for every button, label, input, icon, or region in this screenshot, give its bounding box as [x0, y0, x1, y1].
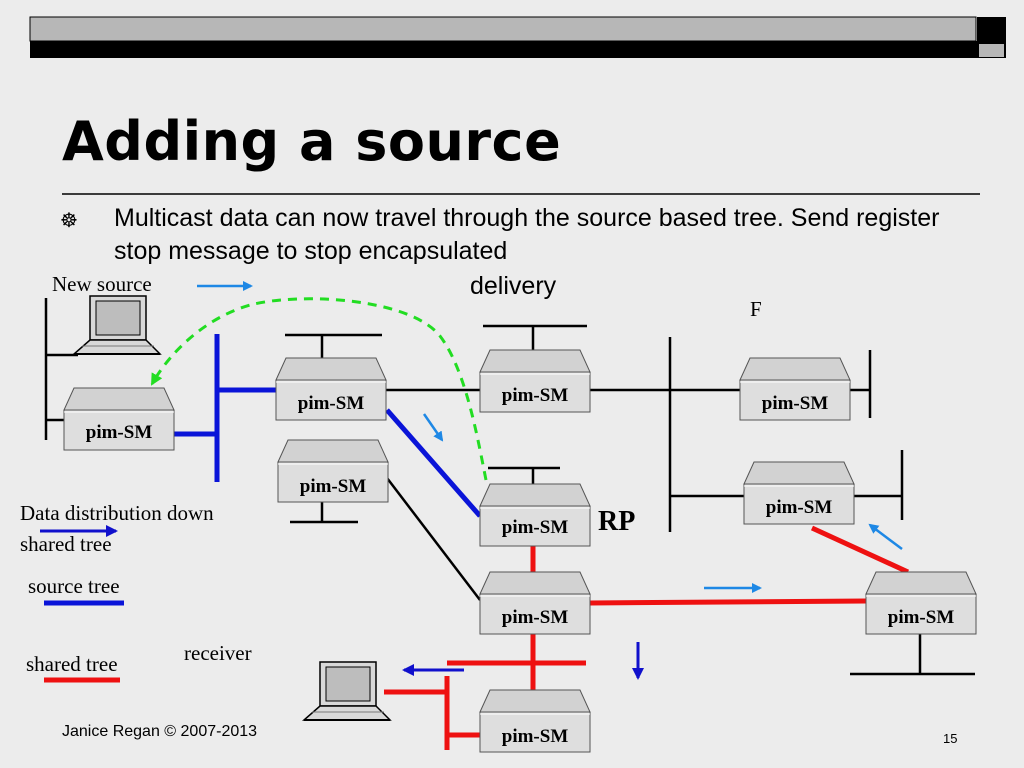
- flow-arrow-diagonal: [422, 413, 444, 442]
- router-c: pim-SM: [479, 349, 591, 413]
- new-source-label: New source: [52, 272, 152, 296]
- router-a: pim-SM: [275, 357, 387, 421]
- footer-copyright: Janice Regan © 2007-2013: [62, 723, 258, 740]
- router-label: pim-SM: [298, 393, 365, 414]
- router-g: pim-SM: [743, 461, 855, 525]
- router-label: pim-SM: [300, 476, 367, 497]
- router-rp: pim-SM: [479, 483, 591, 547]
- router-label: pim-SM: [502, 517, 569, 538]
- router-d: pim-SM: [479, 571, 591, 635]
- router-b: pim-SM: [277, 439, 389, 503]
- shared-tree-links: [384, 525, 910, 750]
- router-source: pim-SM: [63, 387, 175, 451]
- rp-label: RP: [598, 506, 635, 537]
- router-e: pim-SM: [479, 689, 591, 753]
- router-label: pim-SM: [766, 497, 833, 518]
- router-label: pim-SM: [762, 393, 829, 414]
- router-label: pim-SM: [502, 607, 569, 628]
- register-stop-path: [150, 297, 488, 481]
- bullet-text: Multicast data can now travel through th…: [114, 204, 940, 265]
- bullet-icon: ☸: [60, 210, 78, 232]
- f-label: F: [750, 297, 762, 321]
- receiver-label: receiver: [184, 641, 252, 665]
- bullet-continuation: delivery: [470, 272, 557, 300]
- network-links: [44, 298, 975, 676]
- router-h: pim-SM: [865, 571, 977, 635]
- slide-title: Adding a source: [62, 110, 562, 173]
- header-bar: [29, 16, 1006, 58]
- router-label: pim-SM: [86, 422, 153, 443]
- new-source-laptop-icon: [73, 295, 161, 355]
- receiver-laptop-icon: [303, 661, 391, 721]
- router-label: pim-SM: [502, 726, 569, 747]
- router-f: pim-SM: [739, 357, 851, 421]
- legend-data-distribution-line2: shared tree: [20, 532, 112, 556]
- source-tree-links: [174, 334, 482, 518]
- legend-data-distribution-line1: Data distribution down: [20, 501, 214, 525]
- legend-shared-tree-label: shared tree: [26, 652, 118, 676]
- flow-arrow-up: [868, 523, 903, 550]
- router-label: pim-SM: [502, 385, 569, 406]
- legend-source-tree-label: source tree: [28, 574, 120, 598]
- title-rule: [62, 193, 980, 195]
- router-label: pim-SM: [888, 607, 955, 628]
- page-number: 15: [943, 731, 958, 746]
